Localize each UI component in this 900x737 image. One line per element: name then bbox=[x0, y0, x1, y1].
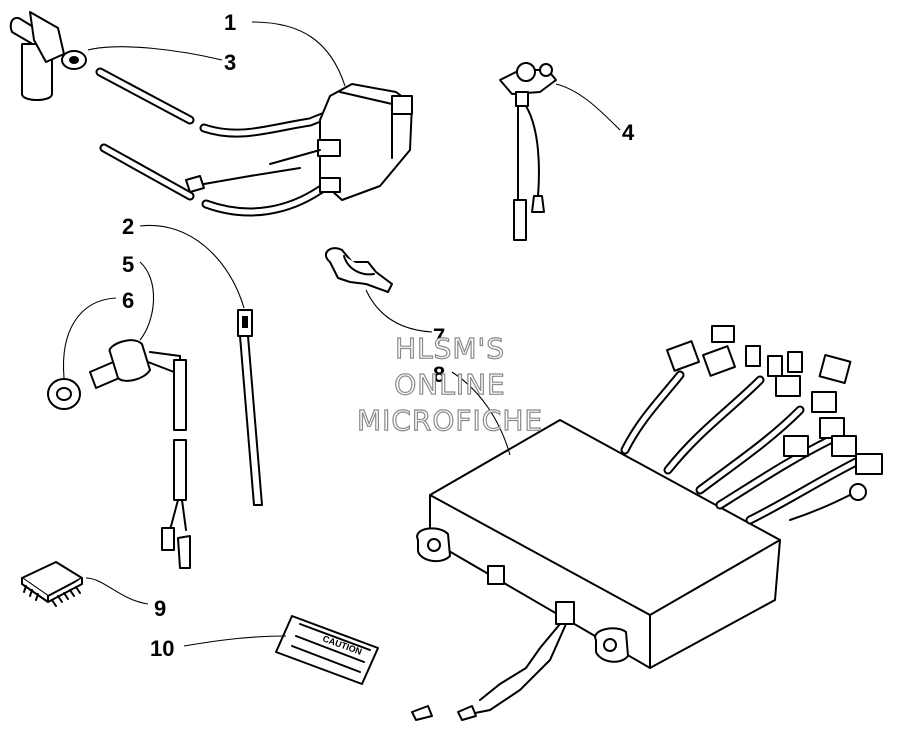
harness-clip bbox=[324, 247, 393, 293]
leader-line-7 bbox=[365, 289, 433, 333]
watermark: HLSM'S ONLINE MICROFICHE bbox=[356, 331, 543, 437]
leader-line-2 bbox=[139, 224, 245, 309]
callout-4: 4 bbox=[622, 120, 635, 145]
watermark-line-2: ONLINE bbox=[394, 368, 505, 401]
leader-line-10 bbox=[183, 635, 287, 647]
leader-line-5 bbox=[139, 261, 155, 341]
leader-line-6 bbox=[62, 297, 117, 379]
callout-10: 10 bbox=[150, 636, 174, 661]
ignition-coil bbox=[95, 67, 413, 217]
callout-5: 5 bbox=[122, 252, 134, 277]
control-module bbox=[411, 325, 883, 721]
caution-decal: CAUTION bbox=[275, 615, 379, 685]
callout-1: 1 bbox=[224, 10, 236, 35]
callout-6: 6 bbox=[122, 288, 134, 313]
spark-plug-cap bbox=[9, 11, 87, 101]
sealing-washer bbox=[47, 378, 81, 410]
switch-sensor bbox=[89, 339, 191, 569]
leader-line-8 bbox=[451, 371, 511, 456]
callout-2: 2 bbox=[122, 214, 134, 239]
watermark-line-1: HLSM'S bbox=[395, 332, 505, 365]
leader-line-3 bbox=[87, 46, 223, 61]
leader-line-1 bbox=[251, 21, 346, 87]
ic-chip bbox=[21, 561, 83, 607]
callout-9: 9 bbox=[154, 596, 166, 621]
leader-line-4 bbox=[555, 83, 621, 131]
cable-tie bbox=[237, 309, 263, 506]
temperature-sensor bbox=[499, 62, 557, 241]
callout-3: 3 bbox=[224, 50, 236, 75]
watermark-line-3: MICROFICHE bbox=[357, 404, 543, 437]
callout-8: 8 bbox=[433, 362, 445, 387]
leader-line-9 bbox=[85, 577, 149, 605]
callout-7: 7 bbox=[433, 324, 445, 349]
